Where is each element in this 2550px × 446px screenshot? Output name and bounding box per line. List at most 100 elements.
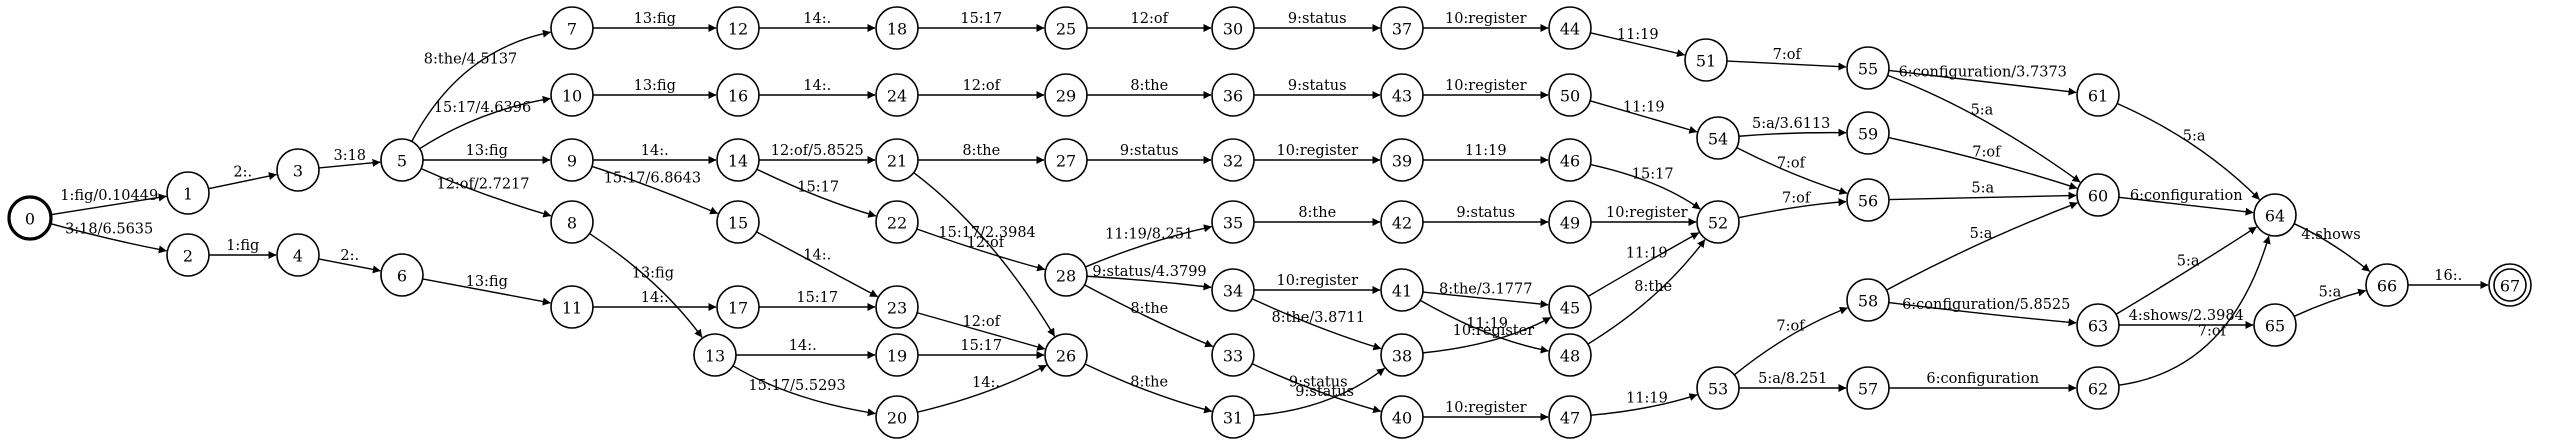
state-label-47: 47 [1560, 409, 1580, 428]
edge-label-28-33: 8:the [1130, 301, 1168, 317]
state-circle [1044, 73, 1088, 117]
state-label-61: 61 [2088, 87, 2108, 106]
state-node-60: 60 [2076, 173, 2120, 217]
state-node-19: 19 [875, 333, 919, 377]
edge-label-9-14: 14:. [641, 143, 669, 159]
state-label-33: 33 [1223, 347, 1243, 366]
edge-53-58 [1733, 306, 1848, 376]
edge-label-53-58: 7:of [1776, 319, 1806, 335]
state-label-13: 13 [705, 347, 725, 366]
state-node-2: 2 [166, 233, 210, 277]
state-label-8: 8 [567, 214, 577, 233]
state-circle [166, 233, 210, 277]
state-label-55: 55 [1858, 60, 1878, 79]
state-circle [1380, 73, 1424, 117]
state-label-39: 39 [1392, 152, 1412, 171]
edge-label-16-24: 14:. [803, 78, 831, 94]
edge-label-7-12: 13:fig [634, 11, 676, 27]
edge-label-10-16: 13:fig [634, 78, 676, 94]
state-node-63: 63 [2076, 303, 2120, 347]
edge-41-45 [1422, 291, 1549, 308]
state-node-67: 67 [2488, 263, 2532, 307]
state-node-24: 24 [875, 73, 919, 117]
state-label-24: 24 [887, 87, 907, 106]
state-circle [1696, 116, 1740, 160]
edge-26-31 [1084, 363, 1213, 414]
state-label-63: 63 [2088, 317, 2108, 336]
edge-label-28-34: 9:status/4.3799 [1092, 264, 1206, 280]
state-node-1: 1 [166, 171, 210, 215]
state-label-62: 62 [2088, 380, 2108, 399]
edge-28-33 [1084, 284, 1214, 348]
state-circle [1548, 333, 1592, 377]
state-circle [1548, 285, 1592, 329]
state-label-67: 67 [2500, 277, 2520, 296]
edge-label-0-2: 3:18/6.5635 [65, 222, 153, 238]
edge-label-54-59: 5:a/3.6113 [1752, 116, 1830, 132]
edge-label-12-18: 14:. [803, 11, 831, 27]
edge-51-55 [1726, 60, 1847, 71]
state-label-17: 17 [728, 299, 748, 318]
state-label-38: 38 [1392, 347, 1412, 366]
state-node-55: 55 [1846, 46, 1890, 90]
state-label-23: 23 [887, 299, 907, 318]
state-node-58: 58 [1846, 278, 1890, 322]
state-circle [550, 6, 594, 50]
edge-58-60 [1886, 201, 2078, 291]
edge-13-20 [732, 365, 876, 417]
state-node-42: 42 [1380, 200, 1424, 244]
state-label-52: 52 [1708, 214, 1728, 233]
state-circle [716, 200, 760, 244]
edge-33-40 [1251, 363, 1382, 414]
state-label-54: 54 [1708, 130, 1728, 149]
state-circle [1548, 200, 1592, 244]
start-state-circle [7, 195, 53, 241]
state-label-64: 64 [2265, 207, 2285, 226]
state-node-34: 34 [1211, 268, 1255, 312]
edge-label-41-48: 11:19 [1466, 316, 1508, 332]
state-label-51: 51 [1696, 52, 1716, 71]
edge-56-60 [1888, 191, 2077, 201]
edge-label-21-26: 15:17/2.3984 [938, 225, 1035, 241]
state-label-31: 31 [1223, 409, 1243, 428]
final-state-inner-circle [2493, 268, 2527, 302]
state-circle [875, 6, 919, 50]
state-node-26: 26 [1044, 333, 1088, 377]
state-circle [380, 138, 424, 182]
edge-5-10 [419, 95, 551, 150]
state-label-34: 34 [1223, 282, 1243, 301]
edge-23-26 [917, 312, 1046, 351]
edge-54-59 [1738, 128, 1847, 137]
edge-label-49-52: 10:register [1606, 205, 1688, 221]
state-node-16: 16 [716, 73, 760, 117]
edge-50-54 [1589, 100, 1698, 134]
edge-60-64 [2118, 196, 2254, 216]
edge-15-23 [756, 231, 878, 298]
edge-label-34-41: 10:register [1276, 273, 1358, 289]
state-node-43: 43 [1380, 73, 1424, 117]
state-label-12: 12 [728, 20, 748, 39]
state-node-35: 35 [1211, 200, 1255, 244]
state-circle [2076, 303, 2120, 347]
state-circle [1548, 6, 1592, 50]
state-node-33: 33 [1211, 333, 1255, 377]
edge-label-5-7: 8:the/4.5137 [424, 51, 517, 67]
edge-label-45-52: 11:19 [1626, 245, 1668, 261]
state-label-30: 30 [1223, 20, 1243, 39]
edge-label-58-63: 6:configuration/5.8525 [1902, 297, 2070, 313]
state-circle [1044, 253, 1088, 297]
state-node-38: 38 [1380, 333, 1424, 377]
state-circle [1044, 333, 1088, 377]
state-node-54: 54 [1696, 116, 1740, 160]
state-circle [693, 333, 737, 377]
edge-label-14-22: 15:17 [797, 179, 839, 195]
state-circle [875, 73, 919, 117]
state-label-36: 36 [1223, 87, 1243, 106]
edge-label-22-28: 12:of [967, 235, 1006, 251]
edge-label-29-36: 8:the [1130, 78, 1168, 94]
edge-5-8 [420, 167, 552, 218]
state-node-17: 17 [716, 285, 760, 329]
edge-label-36-43: 9:status [1288, 78, 1347, 94]
state-node-18: 18 [875, 6, 919, 50]
edge-label-55-61: 6:configuration/3.7373 [1899, 64, 2067, 80]
